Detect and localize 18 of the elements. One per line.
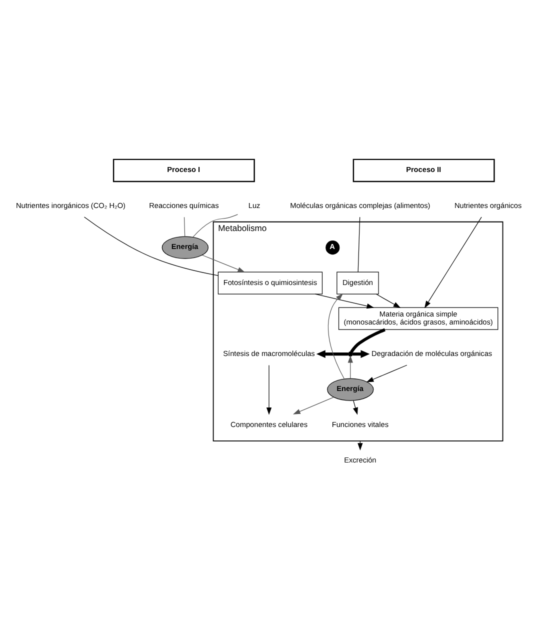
arrow — [348, 355, 353, 379]
arrow — [352, 350, 370, 358]
connector — [84, 216, 218, 276]
arrow — [266, 364, 272, 415]
arrow — [292, 396, 334, 414]
arrow — [424, 216, 482, 308]
connector — [192, 214, 238, 238]
arrow — [316, 350, 348, 358]
arrow — [376, 294, 401, 308]
arrow — [202, 254, 246, 272]
node-bar — [348, 352, 353, 357]
arrow — [352, 400, 358, 415]
connector — [350, 328, 386, 353]
connector — [184, 216, 186, 237]
connector — [358, 216, 360, 272]
arrow — [366, 364, 408, 382]
arrow — [314, 294, 374, 309]
arrow — [328, 294, 344, 380]
